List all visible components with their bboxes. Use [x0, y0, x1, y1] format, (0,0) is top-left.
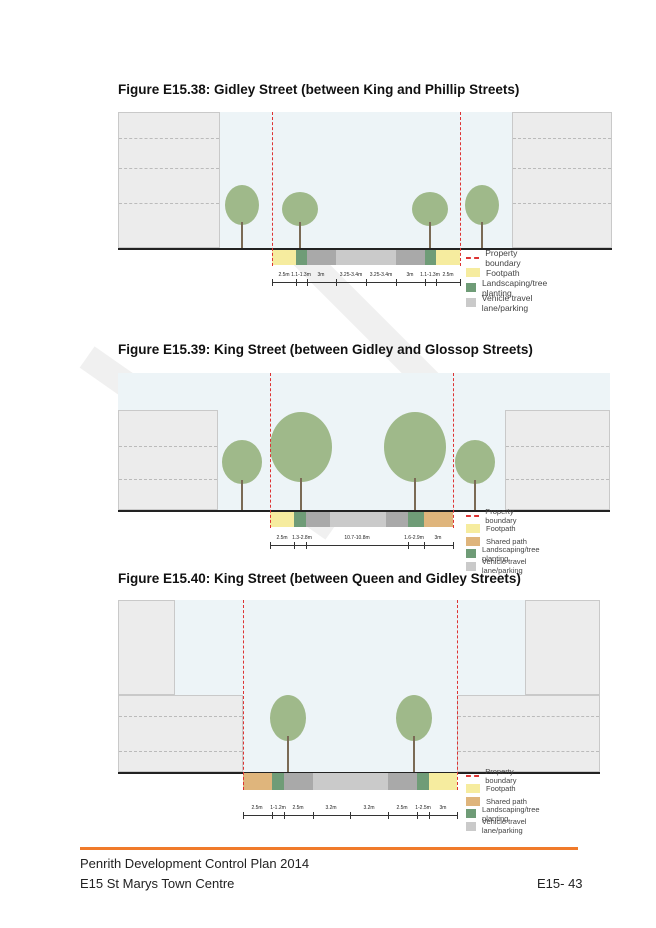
dimension-label: 1.1-1.3m: [420, 272, 440, 278]
footer-rule: [80, 847, 578, 850]
dimension-label: 10.7-10.8m: [344, 535, 370, 541]
dimension-label: 2.5m: [442, 272, 454, 278]
dimension-label: 2.5m: [251, 805, 263, 811]
dimension-label: 3m: [434, 535, 442, 541]
page-number: E15- 43: [537, 876, 583, 891]
dimension-label: 3.2m: [325, 805, 337, 811]
building: [457, 695, 600, 772]
dimension-label: 2.5m: [292, 805, 304, 811]
dimension-label: 1-1.2m: [270, 805, 286, 811]
building: [118, 695, 243, 772]
building: [118, 410, 218, 510]
building: [118, 112, 220, 248]
building: [505, 410, 610, 510]
footer-title: Penrith Development Control Plan 2014: [80, 856, 310, 871]
legend: Property boundary Footpath Shared path L…: [466, 507, 544, 575]
dimension-label: 3m: [406, 272, 414, 278]
dimension-label: 1.1-1.3m: [291, 272, 311, 278]
dimension-label: 3.2m: [363, 805, 375, 811]
dimension-label: 3m: [439, 805, 447, 811]
footer-section: E15 St Marys Town Centre: [80, 876, 235, 891]
figure-title: Figure E15.39: King Street (between Gidl…: [118, 342, 533, 357]
dimension-label: 3m: [317, 272, 325, 278]
dimension-label: 1-2.5m: [415, 805, 431, 811]
legend: Property boundary Footpath Shared path L…: [466, 767, 544, 835]
figure-title: Figure E15.40: King Street (between Quee…: [118, 571, 521, 586]
dimension-label: 2.5m: [276, 535, 288, 541]
building: [525, 600, 600, 695]
building: [512, 112, 612, 248]
dimension-label: 3.25-3.4m: [339, 272, 363, 278]
dimension-label: 2.5m: [278, 272, 290, 278]
dimension-label: 3.25-3.4m: [369, 272, 393, 278]
dimension-label: 1.6-2.9m: [404, 535, 424, 541]
figure-title: Figure E15.38: Gidley Street (between Ki…: [118, 82, 520, 97]
dimension-label: 1.3-2.8m: [292, 535, 312, 541]
legend: Property boundary Footpath Landscaping/t…: [466, 248, 551, 313]
dimension-label: 2.5m: [396, 805, 408, 811]
building: [118, 600, 175, 695]
